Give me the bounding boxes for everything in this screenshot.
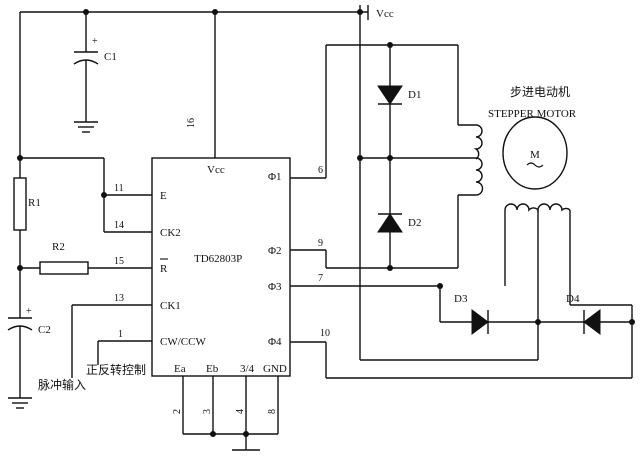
num-9: 9	[318, 238, 323, 249]
motor-symbol	[502, 116, 568, 190]
num-3: 3	[202, 409, 213, 414]
c1-plus: +	[92, 36, 98, 47]
supply-rail	[20, 5, 369, 20]
ic-vcc-label: Vcc	[207, 164, 225, 176]
pin-cwccw: CW/CCW	[160, 336, 206, 348]
pin-34: 3/4	[240, 363, 255, 375]
r1-label: R1	[28, 197, 41, 209]
vcc-label: Vcc	[376, 8, 394, 20]
motor-title-en: STEPPER MOTOR	[488, 108, 577, 120]
num-14: 14	[114, 220, 124, 231]
d4-label: D4	[566, 293, 580, 305]
num-10: 10	[320, 328, 330, 339]
coil-b	[504, 203, 571, 212]
pin-eb: Eb	[206, 363, 219, 375]
pulse-label: 脉冲输入	[38, 377, 86, 392]
pin-r: R	[160, 263, 168, 275]
motor-title-cn: 步进电动机	[510, 85, 570, 99]
d2-label: D2	[408, 217, 421, 229]
pin-gnd: GND	[263, 363, 287, 375]
num-13: 13	[114, 293, 124, 304]
motor-m: M	[530, 149, 540, 161]
num-6: 6	[318, 165, 323, 176]
d3-label: D3	[454, 293, 468, 305]
num-11: 11	[114, 183, 124, 194]
pin-phi1: Φ1	[268, 171, 282, 183]
ic-td62803p	[151, 157, 291, 377]
num-7: 7	[318, 273, 323, 284]
capacitor-c1	[73, 12, 99, 133]
c2-label: C2	[38, 324, 51, 336]
pin-e: E	[160, 190, 167, 202]
c1-label: C1	[104, 51, 117, 63]
diode-d3	[471, 309, 489, 335]
motor-ac-tilde	[526, 162, 544, 168]
num-1: 1	[118, 329, 123, 340]
junctions	[17, 9, 635, 437]
pin-phi2: Φ2	[268, 245, 282, 257]
ground-bus	[182, 376, 279, 451]
ic-num-top: 16	[186, 118, 197, 128]
direction-label: 正反转控制	[86, 362, 146, 377]
output-wires	[290, 12, 633, 379]
pin-ea: Ea	[174, 363, 186, 375]
ic-name: TD62803P	[194, 253, 242, 265]
c2-plus: +	[26, 306, 32, 317]
coil-a	[473, 124, 484, 196]
pin-phi3: Φ3	[268, 281, 282, 293]
d1-label: D1	[408, 89, 421, 101]
num-8: 8	[267, 409, 278, 414]
left-network	[7, 12, 152, 409]
num-15: 15	[114, 256, 124, 267]
pin-ck1: CK1	[160, 300, 181, 312]
diode-d4	[583, 309, 601, 335]
r2-label: R2	[52, 241, 65, 253]
diode-d2	[377, 213, 403, 233]
diode-d1	[377, 85, 403, 105]
pin-ck2: CK2	[160, 227, 181, 239]
pin-phi4: Φ4	[268, 336, 282, 348]
input-wires	[71, 304, 152, 378]
num-2: 2	[172, 409, 183, 414]
num-4: 4	[235, 409, 246, 414]
